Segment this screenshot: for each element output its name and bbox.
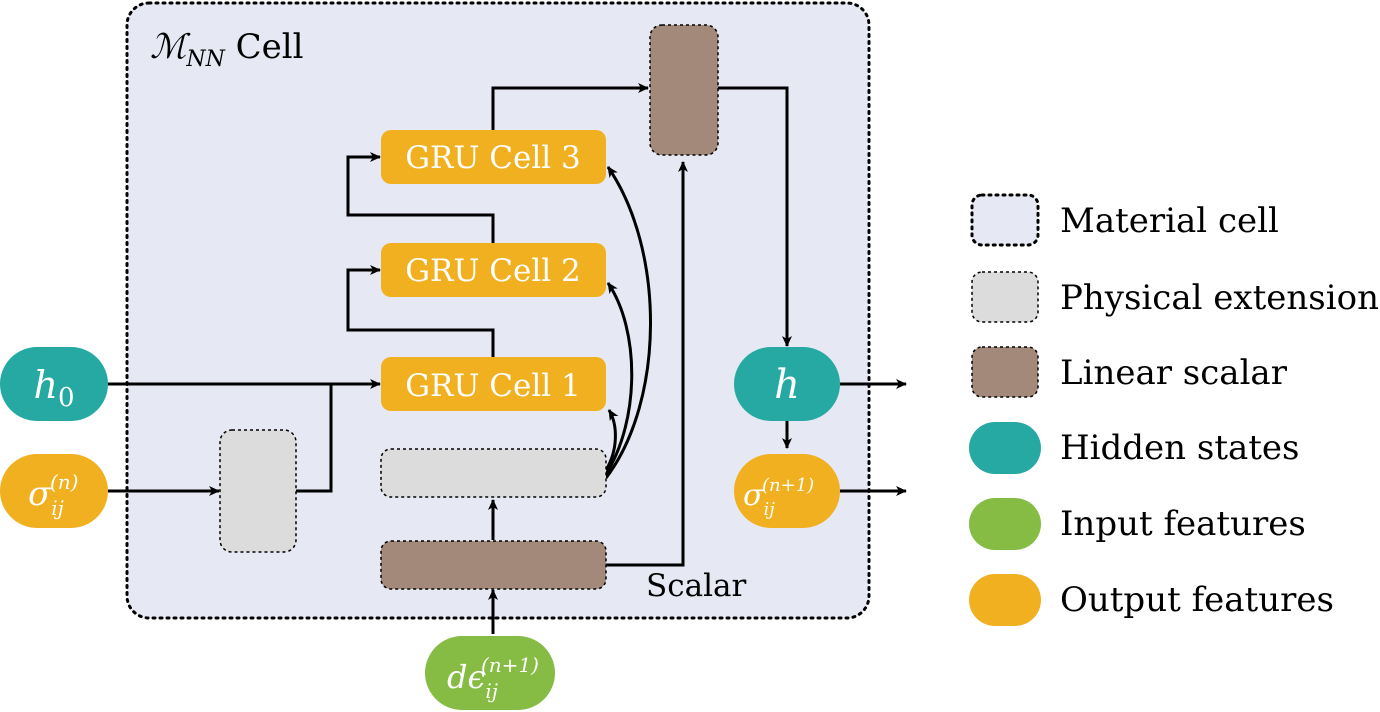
legend: Material cell Physical extensions Linear… <box>969 193 1380 626</box>
svg-text:dϵij(n+1): dϵij(n+1) <box>447 653 539 703</box>
edge-physext-gru1 <box>296 384 333 493</box>
edge-linear-h <box>718 86 792 347</box>
svg-text:Output features: Output features <box>1060 580 1334 620</box>
edge-gru1-gru2 <box>346 265 495 357</box>
gru-cell-1: GRU Cell 1 <box>381 357 606 411</box>
svg-text:Linear scalar: Linear scalar <box>1060 353 1288 393</box>
legend-item-hidden-states: Hidden states <box>969 422 1300 474</box>
svg-text:GRU Cell 1: GRU Cell 1 <box>405 368 581 404</box>
physical-extension-middle <box>380 448 607 498</box>
gru-cell-3: GRU Cell 3 <box>381 130 606 184</box>
legend-item-physical-extensions: Physical extensions <box>971 271 1380 323</box>
physical-extension-left <box>219 429 297 553</box>
edge-gru3-linear <box>491 83 649 130</box>
legend-item-linear-scalar: Linear scalar <box>971 346 1288 398</box>
input-h0: h0 <box>0 347 108 421</box>
svg-text:h: h <box>774 362 800 408</box>
svg-text:σij(n): σij(n) <box>28 470 79 520</box>
cell-title: ℳNN Cell <box>150 27 304 72</box>
svg-text:Material cell: Material cell <box>1060 201 1279 241</box>
scalar-label: Scalar <box>646 568 746 604</box>
connection-lines <box>108 83 907 634</box>
svg-text:GRU Cell 3: GRU Cell 3 <box>405 140 581 176</box>
legend-item-input-features: Input features <box>969 498 1306 550</box>
svg-text:h0: h0 <box>33 363 74 413</box>
gru-cell-2: GRU Cell 2 <box>381 243 606 297</box>
edge-curve-gru2 <box>604 282 634 475</box>
svg-text:σij(n+1): σij(n+1) <box>743 475 814 520</box>
output-h: h <box>734 347 840 421</box>
edge-gru2-gru3 <box>346 152 495 243</box>
svg-text:GRU Cell 2: GRU Cell 2 <box>405 253 581 289</box>
input-sigma-n: σij(n) <box>0 454 108 528</box>
linear-scalar-bottom <box>380 540 607 590</box>
linear-scalar-top <box>649 24 719 156</box>
edge-scalar-linear <box>606 161 688 567</box>
svg-text:Physical extensions: Physical extensions <box>1060 278 1380 318</box>
svg-text:Hidden states: Hidden states <box>1060 428 1300 468</box>
legend-item-output-features: Output features <box>969 574 1334 626</box>
legend-item-material-cell: Material cell <box>970 193 1279 247</box>
edge-curve-gru3 <box>604 166 652 479</box>
svg-text:Input features: Input features <box>1060 504 1306 544</box>
edge-curve-gru1 <box>604 409 619 471</box>
output-sigma-n1: σij(n+1) <box>734 454 840 528</box>
input-d-epsilon: dϵij(n+1) <box>425 636 555 710</box>
